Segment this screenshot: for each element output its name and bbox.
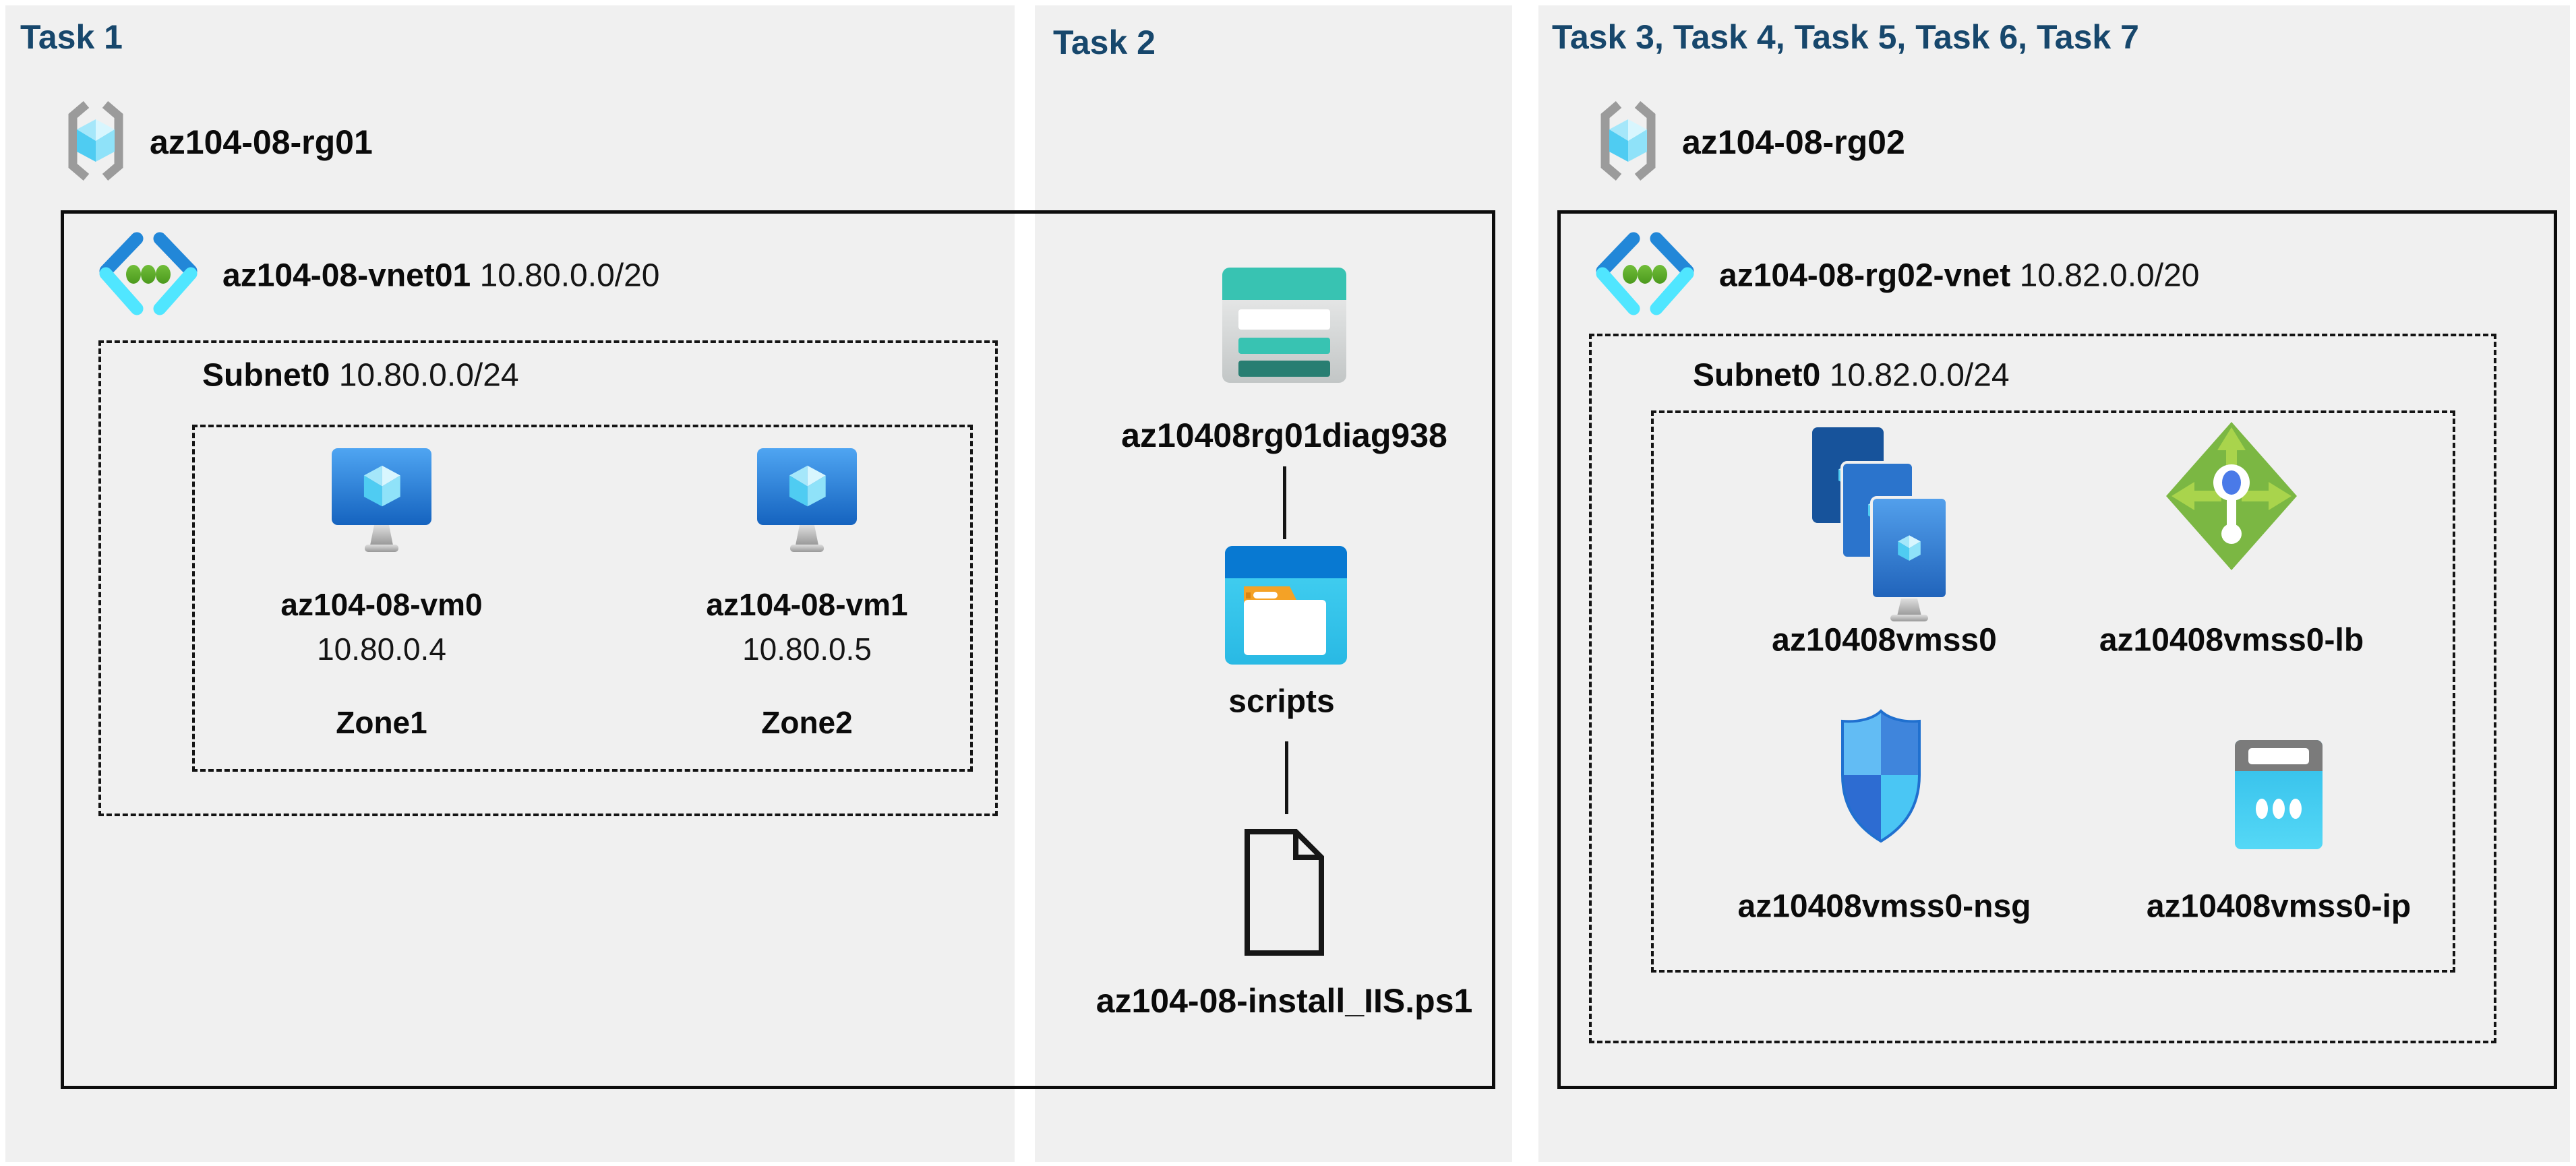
resource-group-2-label: az104-08-rg02: [1682, 123, 1905, 161]
connector-folder-to-file: [1285, 741, 1288, 814]
virtual-network-icon: [98, 228, 199, 322]
panel-task3: Task 3, Task 4, Task 5, Task 6, Task 7: [1538, 5, 2570, 1162]
vnet1-name: az104-08-vnet01: [222, 257, 471, 294]
virtual-network-icon: [1594, 228, 1696, 322]
resource-group-icon: [64, 100, 127, 182]
vm0-zone-label: Zone1: [336, 705, 427, 740]
resource-group-1-label: az104-08-rg01: [150, 123, 373, 161]
public-ip-label: az10408vmss0-ip: [2146, 888, 2412, 925]
load-balancer-icon: [2161, 418, 2302, 574]
storage-account-label: az10408rg01diag938: [1121, 417, 1447, 454]
vmss-label: az10408vmss0: [1772, 622, 1997, 658]
subnet1-cidr: 10.80.0.0/24: [338, 357, 519, 394]
load-balancer-label: az10408vmss0-lb: [2099, 622, 2364, 658]
vnet1-and-task2-boundary-box: [61, 210, 1495, 1089]
connector-storage-to-folder: [1283, 466, 1286, 539]
nsg-label: az10408vmss0-nsg: [1737, 888, 2031, 925]
vm0-name-label: az104-08-vm0: [280, 587, 483, 622]
vnet1-label: az104-08-vnet01 10.80.0.0/20: [222, 257, 659, 295]
vm-zone-box: [192, 425, 973, 772]
network-security-group-icon: [1837, 708, 1925, 846]
subnet2-box: [1589, 334, 2496, 1043]
vnet1-cidr: 10.80.0.0/20: [479, 257, 660, 294]
virtual-machine-icon: [756, 448, 858, 555]
vm-scale-set-icon: [1808, 426, 1954, 623]
vnet2-name: az104-08-rg02-vnet: [1719, 257, 2011, 294]
script-file-label: az104-08-install_IIS.ps1: [1096, 982, 1473, 1020]
subnet1-label: Subnet0 10.80.0.0/24: [202, 357, 519, 394]
vm1-zone-label: Zone2: [761, 705, 853, 740]
vnet2-cidr: 10.82.0.0/20: [2019, 257, 2200, 294]
vm1-name-label: az104-08-vm1: [706, 587, 908, 622]
scripts-folder-label: scripts: [1228, 683, 1335, 720]
vmss-resources-box: [1651, 410, 2455, 973]
ps1-file-icon: [1240, 828, 1328, 957]
subnet2-cidr: 10.82.0.0/24: [1829, 357, 2010, 394]
subnet2-label: Subnet0 10.82.0.0/24: [1693, 357, 2010, 394]
public-ip-icon: [2235, 740, 2323, 849]
subnet2-name: Subnet0: [1693, 357, 1821, 394]
vnet2-label: az104-08-rg02-vnet 10.82.0.0/20: [1719, 257, 2199, 295]
subnet1-name: Subnet0: [202, 357, 330, 394]
folder-icon: [1225, 546, 1347, 665]
vm0-ip-label: 10.80.0.4: [317, 632, 446, 667]
vnet2-boundary-box: [1557, 210, 2557, 1089]
subnet1-box: [98, 340, 998, 816]
storage-account-icon: [1222, 268, 1346, 383]
virtual-machine-icon: [331, 448, 432, 555]
vm1-ip-label: 10.80.0.5: [742, 632, 872, 667]
panel-task1: Task 1: [5, 5, 1015, 1162]
panel-task1-title: Task 1: [20, 18, 123, 56]
panel-task3-title: Task 3, Task 4, Task 5, Task 6, Task 7: [1552, 18, 2139, 56]
panel-task2-title: Task 2: [1053, 24, 1156, 61]
resource-group-icon: [1596, 100, 1660, 182]
panel-task2: Task 2: [1035, 5, 1512, 1162]
